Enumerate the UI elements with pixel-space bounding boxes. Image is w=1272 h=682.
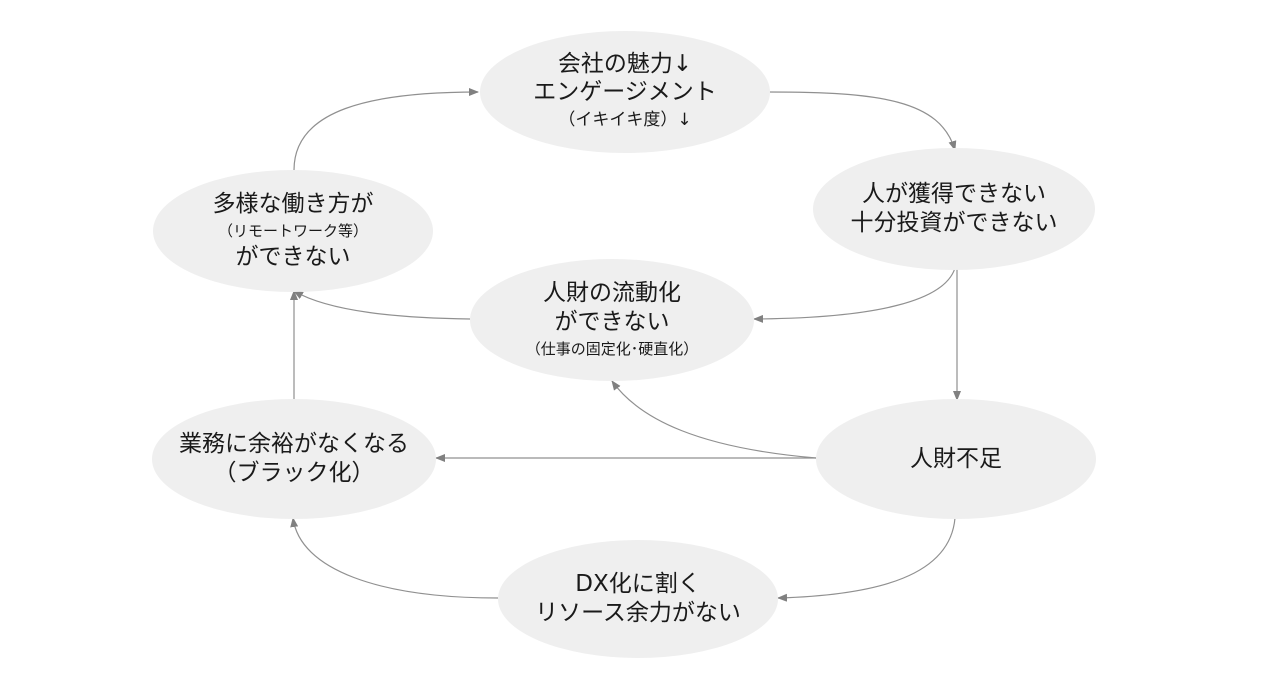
arrow-acquire-to-mobility [753,267,956,323]
arrow-shortage-to-dx [777,517,956,602]
diverse-work-line-3: ができない [235,244,351,270]
arrow-mobility-to-diverse [293,290,471,320]
node-company-appeal: 会社の魅力↓ エンゲージメント （イキイキ度）↓ [480,31,770,153]
talent-mobility-line-3: （仕事の固定化･硬直化） [525,339,699,358]
node-diverse-work: 多様な働き方が （リモートワーク等） ができない [153,170,433,292]
company-appeal-line-1: 会社の魅力↓ [557,50,693,77]
node-talent-shortage: 人財不足 [816,399,1096,519]
company-appeal-line-3: （イキイキ度）↓ [558,110,692,131]
talent-mobility-line-2: ができない [554,309,670,335]
arrow-diverse-to-appeal [293,88,479,171]
node-no-slack: 業務に余裕がなくなる （ブラック化） [152,399,436,519]
cannot-acquire-line-1: 人が獲得できない [862,181,1046,208]
arrow-appeal-to-acquire [767,91,957,151]
node-dx-resources: DX化に割く リソース余力がない [498,540,778,658]
dx-resources-line-2: リソース余力がない [535,600,741,626]
no-slack-line-1: 業務に余裕がなくなる [179,431,409,458]
arrow-shortage-to-mobility [611,380,817,459]
cannot-acquire-line-2: 十分投資ができない [850,210,1058,236]
node-talent-mobility: 人財の流動化 ができない （仕事の固定化･硬直化） [470,259,754,381]
talent-shortage-line-1: 人財不足 [910,445,1002,472]
node-cannot-acquire: 人が獲得できない 十分投資ができない [813,148,1095,270]
company-appeal-line-2: エンゲージメント [533,79,717,106]
diverse-work-line-1: 多様な働き方が [212,191,374,218]
dx-resources-line-1: DX化に割く [575,571,701,598]
diverse-work-line-2: （リモートワーク等） [217,222,368,240]
talent-mobility-line-1: 人財の流動化 [543,280,681,307]
arrow-dx-to-noslack [290,517,499,599]
no-slack-line-2: （ブラック化） [213,460,375,486]
